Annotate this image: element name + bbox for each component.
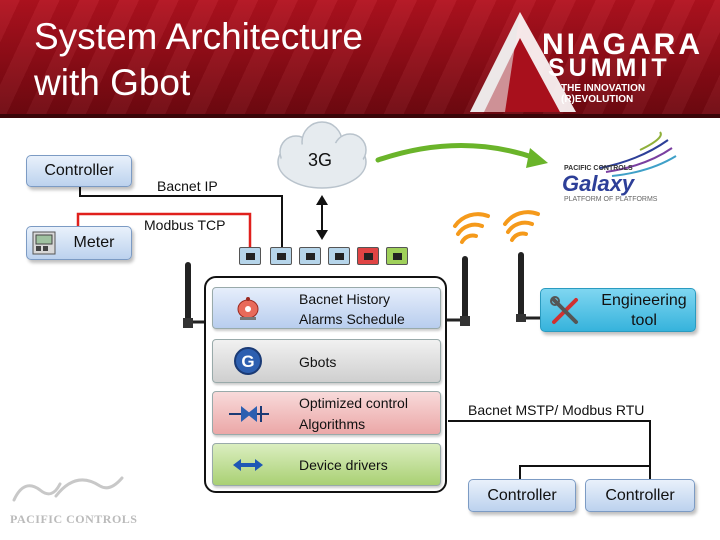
galaxy-tagline: PLATFORM OF PLATFORMS [564,196,658,203]
3g-cloud-icon [277,121,367,189]
module-device-drivers: Device drivers [212,443,441,486]
brand-name-niagara: NIAGARA [542,28,703,61]
controller-top-box: Controller [26,155,132,187]
pacific-controls-logo-icon [12,476,124,502]
header-divider [0,114,720,118]
wifi-signal-right-icon [503,210,540,242]
bacnet-ip-line [79,187,283,248]
gbot-antenna-left [183,262,205,328]
control-algorithm-icon [227,399,271,429]
engineering-tool-line1: Engineering [601,292,687,309]
modbus-tcp-label: Modbus TCP [144,217,226,233]
alarm-bell-icon [231,293,265,323]
network-port-4 [328,247,350,265]
module-bacnet-history-line1: Bacnet History [299,291,391,307]
network-port-2 [270,247,292,265]
network-port-6 [386,247,408,265]
galaxy-company-label: PACIFIC CONTROLS [564,165,633,172]
module-device-drivers-label: Device drivers [299,457,388,473]
gbot-antenna-right [447,256,470,326]
header-banner [0,0,720,118]
brand-logo-mark [470,12,576,112]
title-line-2: with Gbot [34,62,191,103]
cloud-to-galaxy-arrow [375,143,538,163]
galaxy-swirl-icon [599,131,677,177]
cloud-label: 3G [308,150,333,170]
module-gbots: G Gbots [212,339,441,383]
title-line-1: System Architecture [34,16,364,57]
engineering-tool-box: Engineering tool [540,288,696,332]
controller-bottom-right-box: Controller [585,479,695,512]
meter-label: Meter [73,234,115,251]
module-bacnet-history: Bacnet History Alarms Schedule [212,287,441,329]
slide-title: System Architecture with Gbot [34,14,363,106]
brand-tagline: THE INNOVATION (R)EVOLUTION [561,83,646,105]
module-optimized-control-line2: Algorithms [299,416,366,432]
engineering-tool-label: Engineering tool [593,291,695,331]
controller-bottom-left-box: Controller [468,479,576,512]
double-arrow-icon [231,450,265,480]
pacific-controls-logo-text: PACIFIC CONTROLS [10,512,138,526]
meter-box: Meter [26,226,132,260]
module-bacnet-history-line2: Alarms Schedule [299,311,405,327]
tools-icon [549,295,581,327]
svg-text:G: G [241,352,254,371]
module-optimized-control-line1: Optimized control [299,395,408,411]
engineering-antenna [516,252,540,322]
engineering-tool-line2: tool [631,312,657,329]
controller-top-label: Controller [44,162,114,179]
controller-bottom-left-label: Controller [487,486,557,504]
galaxy-logo-text: Galaxy [562,171,635,196]
module-optimized-control: Optimized control Algorithms [212,391,441,435]
bacnet-ip-label: Bacnet IP [157,178,218,194]
gbot-logo-icon: G [231,346,265,376]
module-gbots-label: Gbots [299,354,337,370]
brand-name-summit: SUMMIT [548,54,671,82]
modbus-tcp-line [76,212,252,248]
header-texture [0,0,720,118]
network-port-5 [357,247,379,265]
controller-bottom-right-label: Controller [605,486,675,504]
wifi-signal-left-icon [453,212,490,244]
network-port-1 [239,247,261,265]
meter-device-icon [31,230,57,256]
bacnet-mstp-line [448,420,651,480]
bacnet-mstp-label: Bacnet MSTP/ Modbus RTU [468,402,645,418]
network-port-3 [299,247,321,265]
